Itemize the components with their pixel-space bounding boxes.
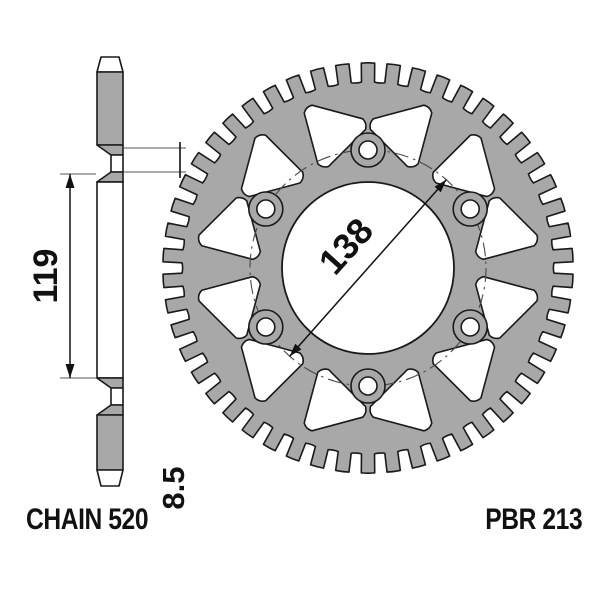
lightening-hole [303,104,367,168]
profile-top-chamfer [96,56,124,73]
lightening-hole [197,275,262,340]
profile-top-relief [110,154,124,173]
profile-top-tooth-body [96,71,124,146]
dimension-label-thickness: 8.5 [156,466,191,509]
sprocket-face-view: 138 [162,62,574,474]
profile-bottom-relief [110,387,124,406]
dimension-label-height: 119 [27,249,65,304]
bolt-hole [460,317,480,337]
arrowhead-start [289,343,302,357]
profile-web [96,181,124,379]
bolt-hole [256,317,276,337]
bolt-hole [256,199,276,219]
lightening-hole [240,134,304,198]
lightening-hole [369,104,433,168]
profile-top-lower-chamfer [96,171,124,183]
bolt-hole [460,199,480,219]
dimension-line [289,179,447,357]
lightening-hole [474,196,539,261]
bolt-hole [358,376,378,396]
bolt-hole [358,140,378,160]
sprocket-section-profile: 8.5 119 [27,56,191,510]
lightening-hole [432,338,496,402]
arrowhead-end [434,179,447,193]
arrowhead-down [65,364,75,378]
profile-bottom-upper-chamfer [96,377,124,389]
lightening-hole [369,368,433,432]
dimension-height-119: 119 [27,173,96,379]
profile-bottom-tooth-body [96,414,124,471]
chain-spec-label: CHAIN 520 [26,503,149,536]
profile-bottom-chamfer [96,469,124,487]
arrowhead-up [65,174,75,188]
profile-top-step-chamfer [96,144,124,156]
bolt-pitch-circle [249,149,487,387]
lightening-hole [197,196,262,261]
part-number-label: PBR 213 [485,503,582,536]
dimension-thickness-8-5: 8.5 [124,142,191,510]
lightening-hole [474,275,539,340]
lightening-hole [303,368,367,432]
profile-bottom-step-chamfer [96,404,124,416]
